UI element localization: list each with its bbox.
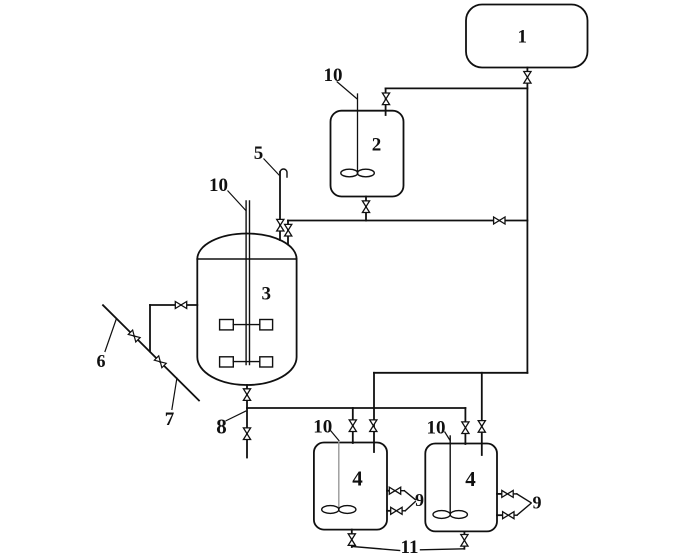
svg-text:5: 5 xyxy=(254,143,264,164)
svg-text:10: 10 xyxy=(324,65,343,86)
svg-text:9: 9 xyxy=(415,490,424,510)
svg-text:3: 3 xyxy=(262,284,272,305)
svg-text:10: 10 xyxy=(313,417,332,438)
svg-text:7: 7 xyxy=(165,409,175,430)
svg-text:6: 6 xyxy=(97,351,106,371)
svg-text:10: 10 xyxy=(427,418,446,439)
svg-text:1: 1 xyxy=(518,27,528,48)
svg-text:4: 4 xyxy=(352,467,363,491)
svg-text:10: 10 xyxy=(209,175,228,196)
svg-text:8: 8 xyxy=(216,415,227,439)
svg-text:4: 4 xyxy=(465,467,476,491)
svg-text:11: 11 xyxy=(401,537,419,553)
svg-text:2: 2 xyxy=(372,135,382,156)
svg-text:9: 9 xyxy=(533,493,542,513)
